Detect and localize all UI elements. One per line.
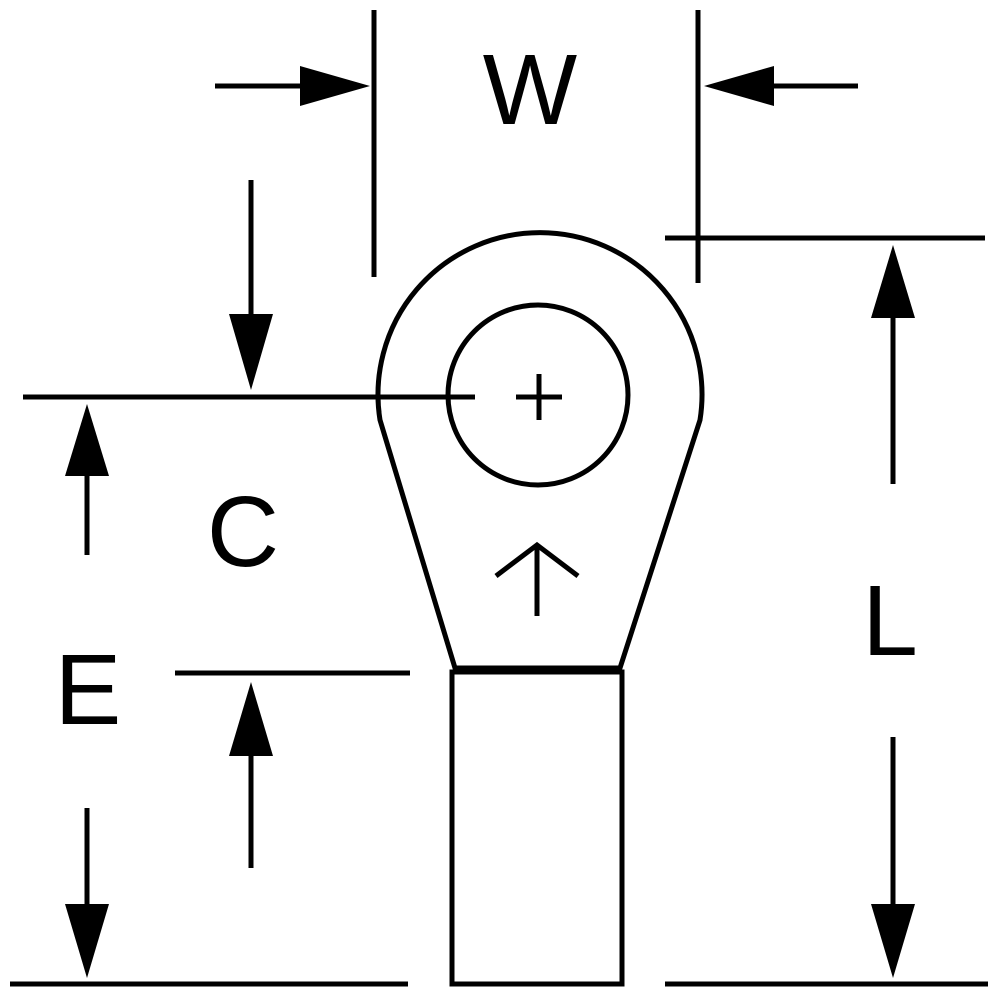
dimension-arrow-w-left	[215, 66, 370, 106]
dimension-label-c: C	[207, 476, 279, 588]
dimension-arrow-w-right	[704, 66, 858, 106]
dimension-label-e: E	[55, 634, 122, 746]
terminal-ring-outline	[375, 230, 705, 671]
orientation-arrow-icon	[494, 541, 580, 616]
dimension-arrow-e-bottom	[65, 808, 109, 978]
dimension-label-w: W	[483, 34, 578, 146]
dimension-label-l: L	[862, 565, 918, 677]
terminal-barrel	[449, 669, 625, 987]
dimension-arrow-c-top	[229, 180, 273, 390]
dimension-arrow-e-top	[65, 404, 109, 555]
dimension-arrow-l-bottom	[871, 737, 915, 978]
dimension-arrow-l-top	[871, 245, 915, 484]
dimension-arrow-c-bottom	[229, 682, 273, 868]
center-mark-icon	[516, 374, 562, 420]
